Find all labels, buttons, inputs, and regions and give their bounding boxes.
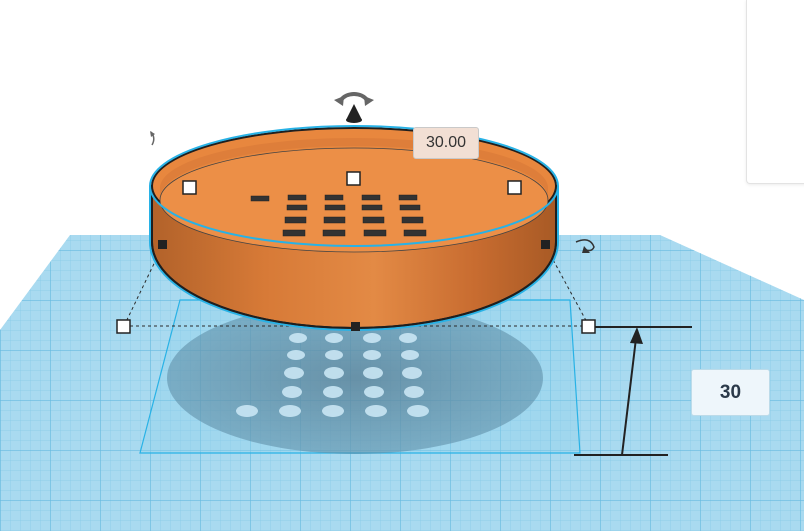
rotate-arrow-icon[interactable] [334,91,374,106]
cylinder-holes [250,194,427,237]
height-dimension-arrow [574,326,692,456]
object-shadow [167,302,543,454]
curved-arrow-icon[interactable] [575,239,595,253]
height-input[interactable] [691,369,770,416]
edge-handles[interactable] [158,240,550,331]
cone-arrow-icon[interactable] [346,104,362,123]
dimension-label[interactable]: 30.00 [413,127,479,159]
cylinder-object[interactable] [149,125,559,331]
side-panel [746,0,804,184]
small-rotate-icon[interactable] [150,131,155,146]
corner-handles[interactable] [116,171,596,334]
shadow-holes [236,333,429,417]
